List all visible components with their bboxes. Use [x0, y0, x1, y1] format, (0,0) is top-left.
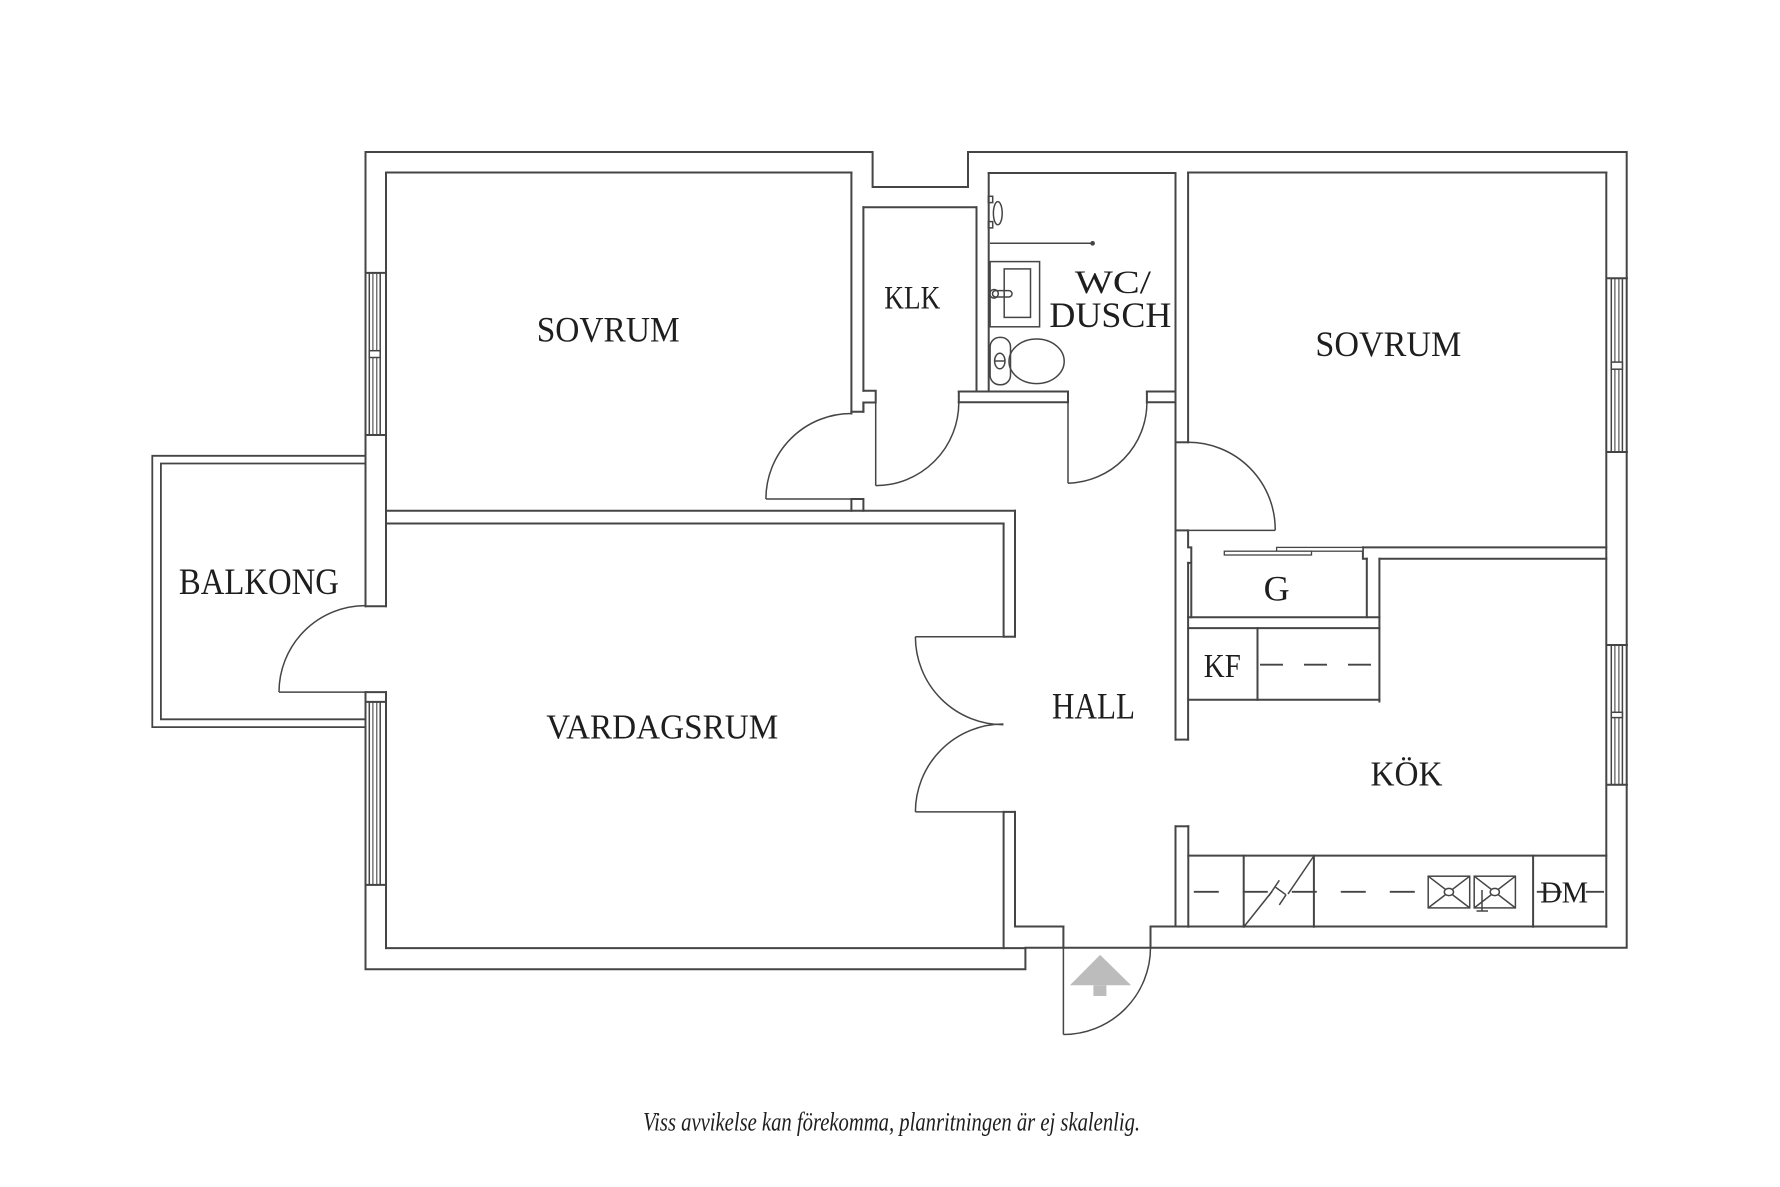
- svg-text:KLK: KLK: [884, 280, 940, 316]
- svg-text:SOVRUM: SOVRUM: [1315, 324, 1461, 364]
- svg-text:BALKONG: BALKONG: [179, 562, 339, 603]
- svg-text:WC/: WC/: [1075, 265, 1152, 301]
- svg-text:G: G: [1264, 569, 1290, 609]
- svg-text:HALL: HALL: [1052, 686, 1135, 727]
- svg-text:KF: KF: [1204, 648, 1241, 685]
- svg-text:VARDAGSRUM: VARDAGSRUM: [546, 708, 778, 747]
- svg-text:Viss avvikelse kan förekomma,: Viss avvikelse kan förekomma, planritnin…: [643, 1108, 1140, 1137]
- svg-text:SOVRUM: SOVRUM: [537, 310, 680, 350]
- svg-text:DM: DM: [1540, 875, 1588, 910]
- svg-text:KÖK: KÖK: [1371, 754, 1443, 793]
- svg-text:DUSCH: DUSCH: [1049, 295, 1171, 335]
